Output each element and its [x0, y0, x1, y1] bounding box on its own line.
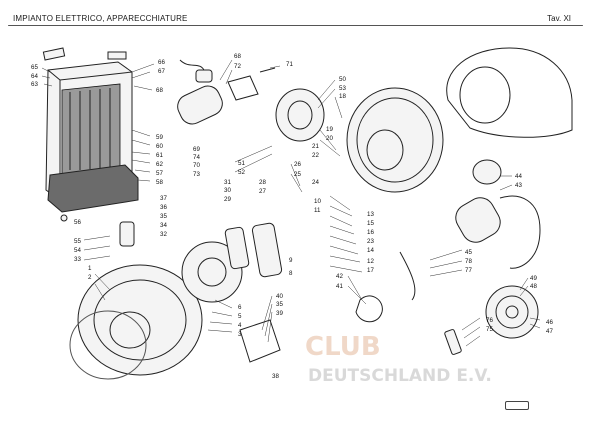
callout-label: 64 — [31, 73, 38, 80]
callout-label: 32 — [160, 231, 167, 238]
callout-label: 21 — [312, 143, 319, 150]
callout-label: 66 — [158, 59, 165, 66]
callout-label: 5 — [238, 313, 242, 320]
callout-label: 57 — [156, 170, 163, 177]
callout-label: 26 — [294, 161, 301, 168]
callout-label: 4 — [238, 322, 242, 329]
flywheel-illustration — [275, 87, 444, 193]
callout-label: 19 — [326, 126, 333, 133]
callout-label: 17 — [367, 267, 374, 274]
callout-label: 61 — [156, 152, 163, 159]
callout-label: 14 — [367, 247, 374, 254]
small-parts-illustration — [119, 221, 462, 363]
callout-label: 1 — [88, 265, 92, 272]
leader-lines — [41, 59, 541, 347]
callout-label: 10 — [314, 198, 321, 205]
callout-label: 75 — [486, 326, 493, 333]
callout-label: 37 — [160, 195, 167, 202]
callout-label: 48 — [530, 283, 537, 290]
page-title: IMPIANTO ELETTRICO, APPARECCHIATURE — [13, 14, 188, 23]
regulator-illustration — [455, 159, 541, 269]
plate-number: Tav. XI — [547, 14, 571, 23]
callout-label: 71 — [286, 61, 293, 68]
callout-label: 43 — [515, 182, 522, 189]
callout-label: 69 — [193, 146, 200, 153]
watermark-line2: DEUTSCHLAND E.V. — [308, 366, 492, 386]
callout-label: 13 — [367, 211, 374, 218]
callout-label: 25 — [294, 171, 301, 178]
callout-label: 28 — [259, 179, 266, 186]
callout-label: 44 — [515, 173, 522, 180]
callout-label: 16 — [367, 229, 374, 236]
callout-label: 42 — [336, 273, 343, 280]
callout-label: 2 — [88, 274, 92, 281]
callout-label: 36 — [160, 204, 167, 211]
callout-label: 12 — [367, 258, 374, 265]
callout-label: 63 — [31, 81, 38, 88]
callout-label: 8 — [289, 270, 293, 277]
callout-label: 35 — [276, 301, 283, 308]
engine-outline-illustration — [446, 47, 573, 138]
callout-label: 35 — [160, 213, 167, 220]
callout-label: 24 — [312, 179, 319, 186]
callout-label: 31 — [224, 179, 231, 186]
callout-label: 40 — [276, 293, 283, 300]
callout-label: 34 — [160, 222, 167, 229]
ignition-coil-illustration — [177, 59, 276, 125]
callout-label: 51 — [238, 160, 245, 167]
callout-label: 20 — [326, 135, 333, 142]
callout-label: 3 — [238, 331, 242, 338]
callout-label: 52 — [238, 169, 245, 176]
callout-label: 45 — [465, 249, 472, 256]
horn-illustration — [485, 285, 539, 339]
callout-label: 33 — [74, 256, 81, 263]
callout-label: 47 — [546, 328, 553, 335]
callout-label: 15 — [367, 220, 374, 227]
callout-numbers: 65 64 63 66 67 68 59 60 61 62 57 58 68 7… — [31, 53, 553, 380]
callout-label: 73 — [193, 171, 200, 178]
callout-label: 60 — [156, 143, 163, 150]
callout-label: 59 — [156, 134, 163, 141]
callout-label: 54 — [74, 247, 81, 254]
callout-label: 39 — [276, 310, 283, 317]
callout-label: 72 — [234, 63, 241, 70]
callout-label: 68 — [156, 87, 163, 94]
watermark-line1: CLUB — [305, 332, 381, 362]
callout-label: 50 — [339, 76, 346, 83]
callout-label: 6 — [238, 304, 242, 311]
callout-label: 68 — [234, 53, 241, 60]
callout-label: 58 — [156, 179, 163, 186]
callout-label: 23 — [367, 238, 374, 245]
callout-label: 55 — [74, 238, 81, 245]
callout-label: 30 — [224, 187, 231, 194]
callout-label: 46 — [546, 319, 553, 326]
callout-label: 78 — [465, 258, 472, 265]
callout-label: 11 — [314, 207, 321, 214]
callout-label: 53 — [339, 85, 346, 92]
callout-label: 22 — [312, 152, 319, 159]
callout-label: 27 — [259, 188, 266, 195]
callout-label: 74 — [193, 154, 200, 161]
callout-label: 76 — [486, 317, 493, 324]
publisher-logo — [505, 401, 529, 410]
generator-illustration — [69, 241, 243, 380]
battery-illustration — [42, 47, 139, 222]
callout-label: 77 — [465, 267, 472, 274]
callout-label: 56 — [74, 219, 81, 226]
callout-label: 49 — [530, 275, 537, 282]
callout-label: 70 — [193, 162, 200, 169]
callout-label: 9 — [289, 257, 293, 264]
callout-label: 29 — [224, 196, 231, 203]
callout-label: 38 — [272, 373, 279, 380]
callout-label: 41 — [336, 283, 343, 290]
callout-label: 18 — [339, 93, 346, 100]
callout-label: 67 — [158, 68, 165, 75]
callout-label: 62 — [156, 161, 163, 168]
header-rule — [8, 25, 583, 26]
watermark: CLUB DEUTSCHLAND E.V. — [305, 332, 492, 386]
callout-label: 65 — [31, 64, 38, 71]
